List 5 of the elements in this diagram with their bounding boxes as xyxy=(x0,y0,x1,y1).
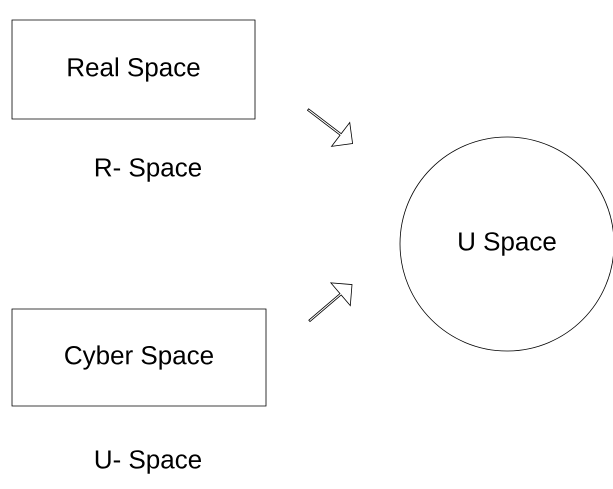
caption-text: U- Space xyxy=(96,450,201,474)
process-box: Cyber Space xyxy=(12,308,266,406)
block-arrow xyxy=(308,282,352,322)
process-box: Real Space xyxy=(12,20,256,120)
caption-text: R- Space xyxy=(96,158,201,182)
